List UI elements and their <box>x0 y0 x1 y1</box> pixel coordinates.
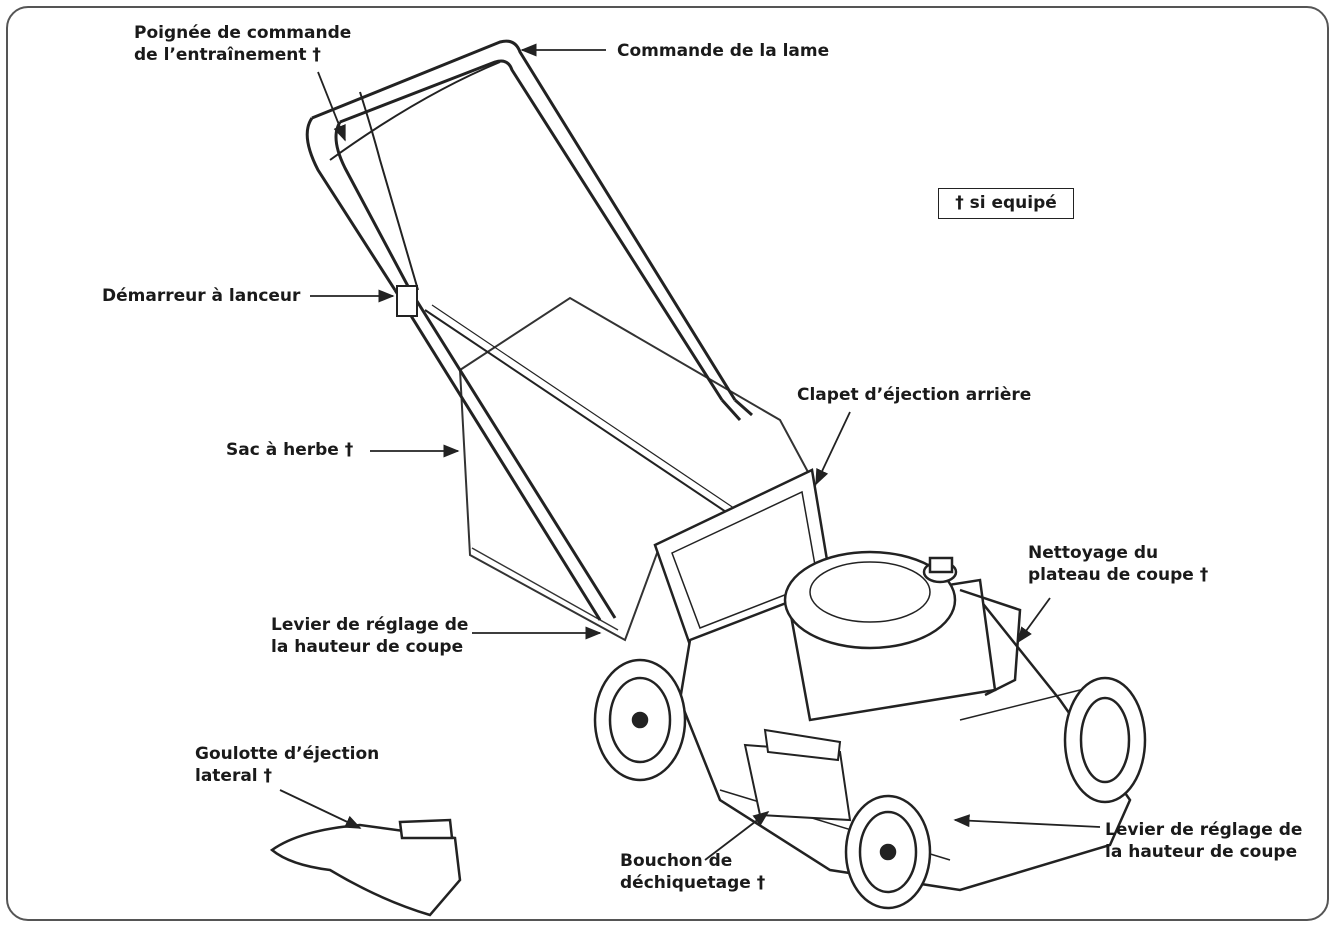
front-left-wheel <box>844 794 932 910</box>
front-right-wheel <box>1063 676 1147 804</box>
mulch-plug-label: Bouchon de déchiquetage † <box>620 850 765 894</box>
starter-handle <box>396 285 418 317</box>
height-lever-rear-label: Levier de réglage de la hauteur de coupe <box>271 614 468 658</box>
height-lever-front-label-line2: la hauteur de coupe <box>1105 842 1298 862</box>
drive-handle-label-line2: de l’entraînement † <box>134 45 321 65</box>
rear-left-wheel <box>593 658 687 782</box>
height-lever-front-label: Levier de réglage de la hauteur de coupe <box>1105 819 1302 863</box>
side-chute-label: Goulotte d’éjection lateral † <box>195 743 379 787</box>
engine <box>783 550 1022 722</box>
height-lever-rear-label-line2: la hauteur de coupe <box>271 637 464 657</box>
height-lever-rear-label-line1: Levier de réglage de <box>271 615 469 635</box>
handle-assembly <box>305 39 753 621</box>
recoil-starter-label: Démarreur à lanceur <box>102 286 301 306</box>
deck-wash-label: Nettoyage du plateau de coupe † <box>1028 542 1208 586</box>
mulch-plug-label-line1: Bouchon de <box>620 851 733 871</box>
deck-wash-label-line2: plateau de coupe † <box>1028 565 1209 585</box>
deck-wash-label-line1: Nettoyage du <box>1028 543 1159 563</box>
side-chute-label-line2: lateral † <box>195 766 273 786</box>
side-discharge-chute <box>269 818 462 917</box>
side-chute-label-line1: Goulotte d’éjection <box>195 744 380 764</box>
grass-bag-label: Sac à herbe † <box>226 440 354 460</box>
drive-handle-label: Poignée de commande de l’entraînement † <box>134 22 351 66</box>
optional-equipment-legend: † si equipé <box>938 188 1074 219</box>
height-lever-front-label-line1: Levier de réglage de <box>1105 820 1303 840</box>
leader-arrows <box>279 43 1101 861</box>
mulch-plug <box>743 728 852 822</box>
drive-handle-label-line1: Poignée de commande <box>134 23 352 43</box>
blade-control-label: Commande de la lame <box>617 41 830 61</box>
mulch-plug-label-line2: déchiquetage † <box>620 873 766 893</box>
rear-discharge-label: Clapet d’éjection arrière <box>797 385 1032 405</box>
